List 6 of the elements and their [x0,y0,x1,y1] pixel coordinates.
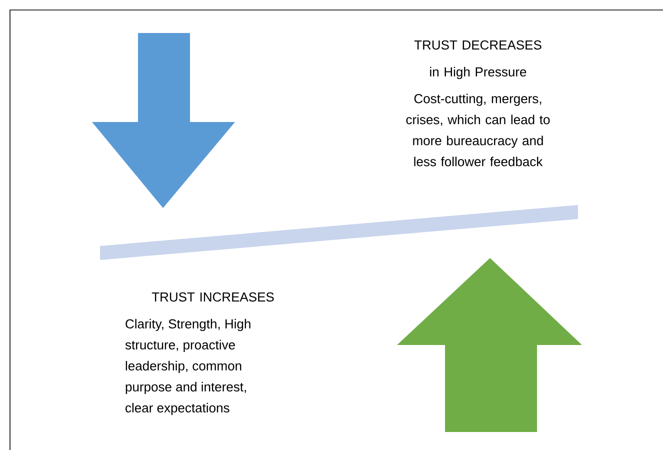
seesaw-bar [100,205,578,260]
text-label: TRUST INCREASES [152,292,274,302]
text-label: in High Pressure [430,66,526,80]
text-label: TRUST DECREASES [414,40,542,50]
text-label: Clarity, Strength, High structure, proactive leadership, common purpose and interest, clear expectations [125,318,250,416]
text-label: Cost-cutting, mergers, crises, which can lead to more bureaucracy and less follower feedback [406,94,550,166]
